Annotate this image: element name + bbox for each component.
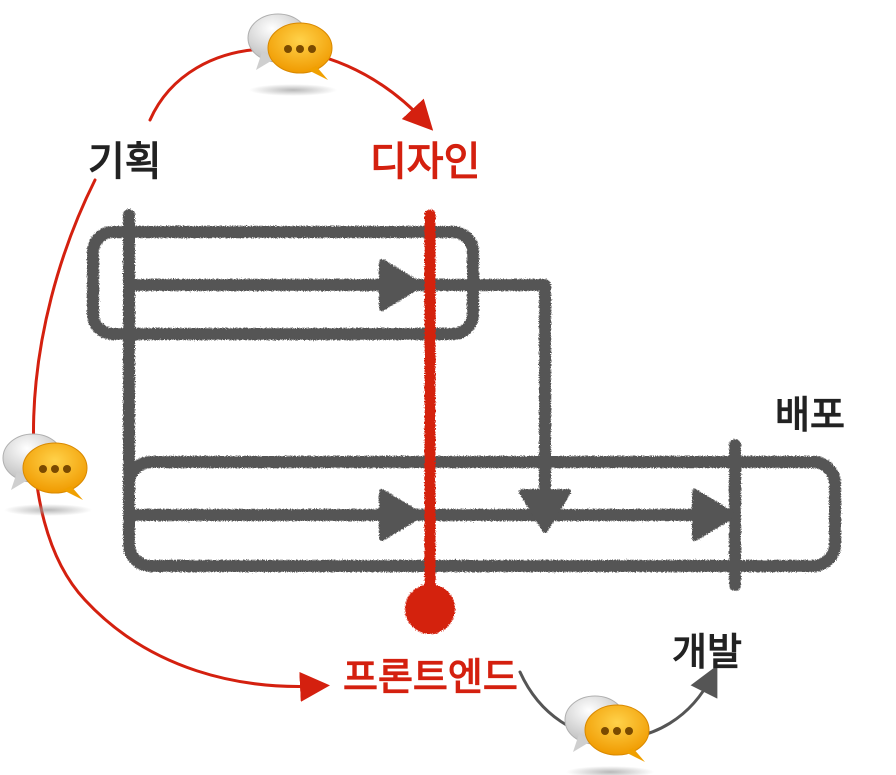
frontend-marker bbox=[405, 209, 455, 634]
arrowhead-main-3 bbox=[692, 489, 736, 541]
label-deploy: 배포 bbox=[775, 393, 845, 437]
design-to-main-connector bbox=[123, 279, 551, 516]
frontend-dot bbox=[405, 584, 455, 634]
chat-bubble-icon bbox=[247, 13, 338, 97]
chat-bubble-icon bbox=[564, 695, 655, 775]
label-design: 디자인 bbox=[370, 139, 480, 185]
arrowhead-design bbox=[379, 259, 423, 311]
label-planning: 기획 bbox=[88, 139, 162, 185]
label-frontend: 프론트엔드 bbox=[343, 655, 518, 699]
arrowhead-main-1 bbox=[379, 489, 423, 541]
flow-lines bbox=[87, 209, 841, 591]
planning-to-frontend-arrow bbox=[32, 178, 330, 702]
label-development: 개발 bbox=[672, 630, 742, 674]
arrowhead-down bbox=[519, 489, 571, 533]
chat-bubble-icon bbox=[2, 433, 93, 517]
flow-arrowheads bbox=[379, 259, 736, 541]
